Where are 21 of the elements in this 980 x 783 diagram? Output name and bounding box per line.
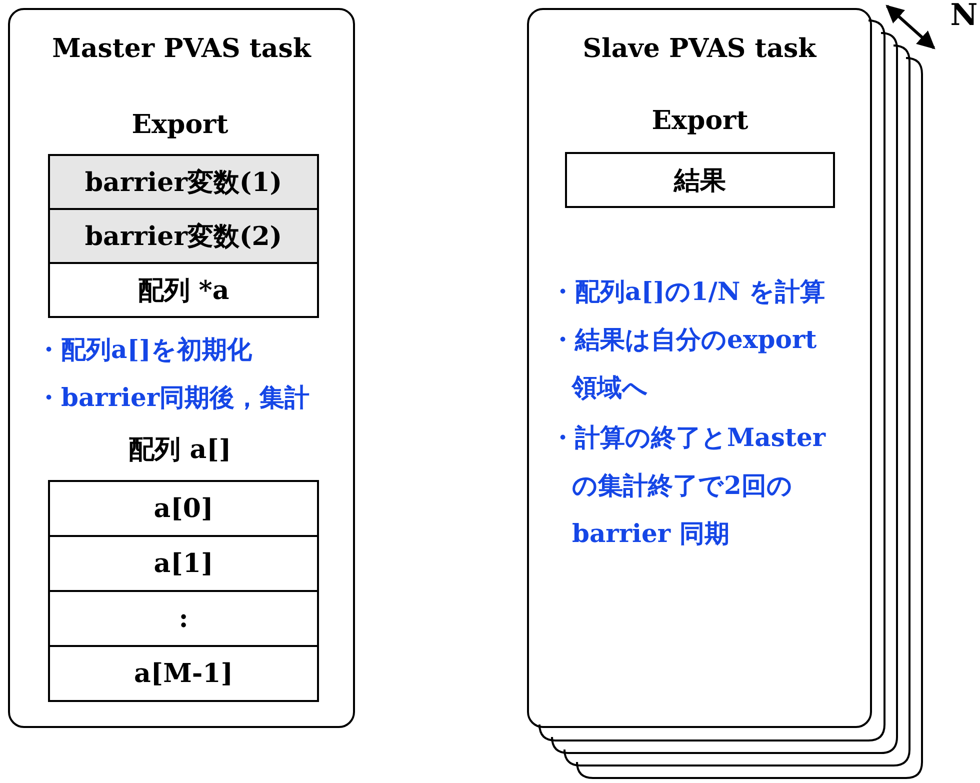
bullet-text: ・barrier同期後，集計 <box>36 382 311 414</box>
table-cell: 結果 <box>565 152 835 208</box>
panel-title: Slave PVAS task <box>582 34 816 64</box>
bullet-text: ・配列a[]を初期化 <box>36 334 253 366</box>
table-cell: : <box>48 590 319 647</box>
bullet-text: ・結果は自分のexport領域へ <box>550 324 818 404</box>
table-cell: barrier変数(2) <box>48 208 319 264</box>
task-panel <box>527 8 872 728</box>
table-cell: a[1] <box>48 535 319 592</box>
table-cell: 配列 *a <box>48 262 319 318</box>
table-cell: a[0] <box>48 480 319 537</box>
table-cell: a[M-1] <box>48 645 319 702</box>
section-heading: Export <box>130 110 230 140</box>
bullet-text: ・配列a[]の1/N を計算 <box>550 276 826 308</box>
count-label: N <box>949 0 979 33</box>
panel-title: Master PVAS task <box>52 34 311 64</box>
task-panel <box>8 8 355 728</box>
section-heading: 配列 a[] <box>128 434 232 467</box>
section-heading: Export <box>650 106 750 136</box>
table-cell: barrier変数(1) <box>48 154 319 210</box>
bullet-text: ・計算の終了とMasterの集計終了で2回のbarrier 同期 <box>550 422 827 550</box>
